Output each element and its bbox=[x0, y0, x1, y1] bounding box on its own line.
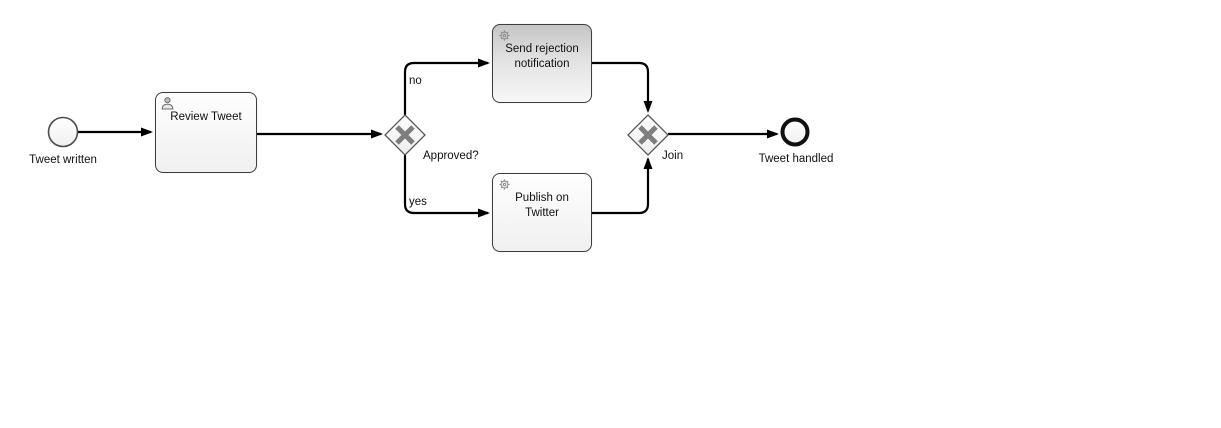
flow-yes-to-publish bbox=[403, 155, 490, 218]
flow-reject-to-join bbox=[592, 61, 653, 113]
exclusive-gateway-split bbox=[384, 114, 426, 156]
task-label: Publish on Twitter bbox=[515, 192, 569, 219]
task-label: Review Tweet bbox=[170, 111, 242, 123]
start-event bbox=[47, 116, 79, 148]
flow-label-no: no bbox=[409, 75, 422, 87]
flow-no-to-reject bbox=[403, 58, 490, 115]
end-event-label: Tweet handled bbox=[758, 153, 834, 165]
gateway-x-icon bbox=[395, 125, 415, 145]
service-task-icon bbox=[499, 179, 510, 190]
task-send-rejection-notification: Send rejection notification bbox=[492, 24, 592, 103]
gateway-x-icon bbox=[638, 125, 658, 145]
task-review-tweet: Review Tweet bbox=[155, 92, 257, 173]
start-event-label: Tweet written bbox=[29, 154, 97, 166]
flow-label-yes: yes bbox=[409, 196, 427, 208]
gateway-split-label: Approved? bbox=[423, 150, 479, 162]
flow-publish-to-join bbox=[592, 157, 653, 215]
task-publish-on-twitter: Publish on Twitter bbox=[492, 173, 592, 252]
task-label: Send rejection notification bbox=[505, 43, 579, 70]
exclusive-gateway-join bbox=[627, 114, 669, 156]
service-task-icon bbox=[499, 30, 510, 41]
end-event bbox=[780, 117, 810, 147]
gateway-join-label: Join bbox=[662, 150, 684, 162]
user-task-icon bbox=[161, 97, 174, 110]
